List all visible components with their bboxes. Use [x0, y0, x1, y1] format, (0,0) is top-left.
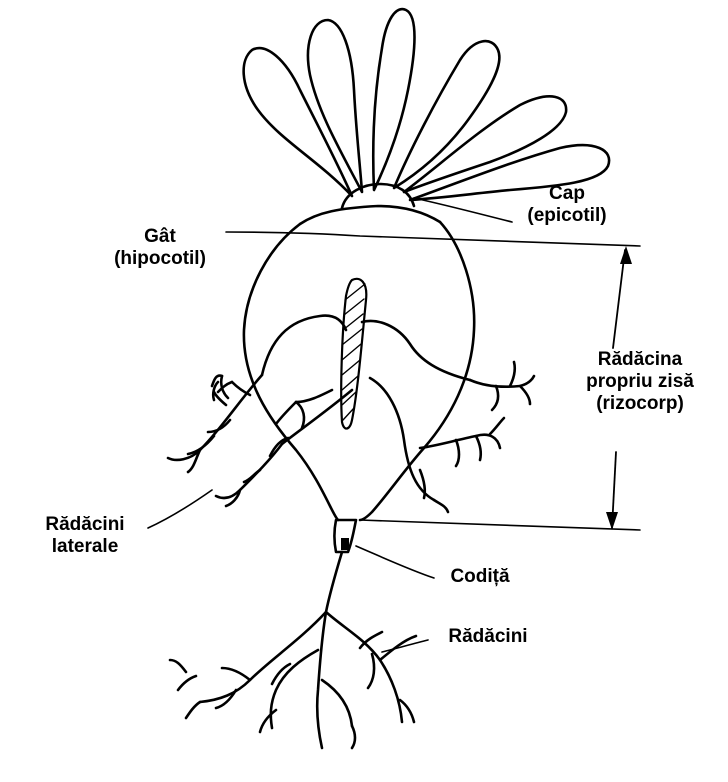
label-radacina-line2: propriu zisă [586, 371, 694, 392]
label-radacini: Rădăcini [428, 626, 548, 648]
label-laterale-line1: Rădăcini [45, 514, 125, 535]
label-laterale-line2: laterale [51, 536, 119, 557]
leaf [402, 95, 568, 194]
measure-line-top [612, 249, 626, 349]
label-gat-line2: (hipocotil) [114, 248, 206, 269]
neck [298, 204, 442, 226]
codita [333, 518, 358, 554]
gat-pointer [225, 231, 641, 247]
leaf [306, 18, 364, 194]
label-cap-line1: Cap [549, 183, 585, 204]
arrowhead-up [620, 246, 632, 264]
label-radacina-propriu-zisa: Rădăcina propriu zisă (rizocorp) [565, 349, 715, 415]
codita-pointer [355, 545, 435, 579]
label-radacini-laterale: Rădăcini laterale [20, 514, 150, 558]
label-radacina-line1: Rădăcina [597, 349, 683, 370]
label-codita-text: Codiță [450, 566, 510, 587]
rizocorp-bottom-line [359, 519, 641, 531]
leaf [371, 7, 416, 192]
crown [340, 182, 416, 210]
label-radacina-line3: (rizocorp) [596, 393, 684, 414]
label-gat-line1: Gât [144, 226, 176, 247]
core [340, 277, 368, 430]
label-cap: Cap (epicotil) [507, 183, 627, 227]
label-gat: Gât (hipocotil) [95, 226, 225, 270]
leaf [242, 46, 354, 198]
leaf [392, 39, 501, 190]
label-radacini-text: Rădăcini [448, 626, 528, 647]
cap-pointer [413, 197, 513, 223]
leaf [408, 143, 611, 202]
root-body [242, 220, 476, 522]
radacini-pointer [381, 639, 429, 653]
arrowhead-down [606, 512, 618, 530]
label-cap-line2: (epicotil) [527, 205, 607, 226]
label-codita: Codiță [430, 566, 530, 588]
laterale-pointer [147, 489, 213, 529]
